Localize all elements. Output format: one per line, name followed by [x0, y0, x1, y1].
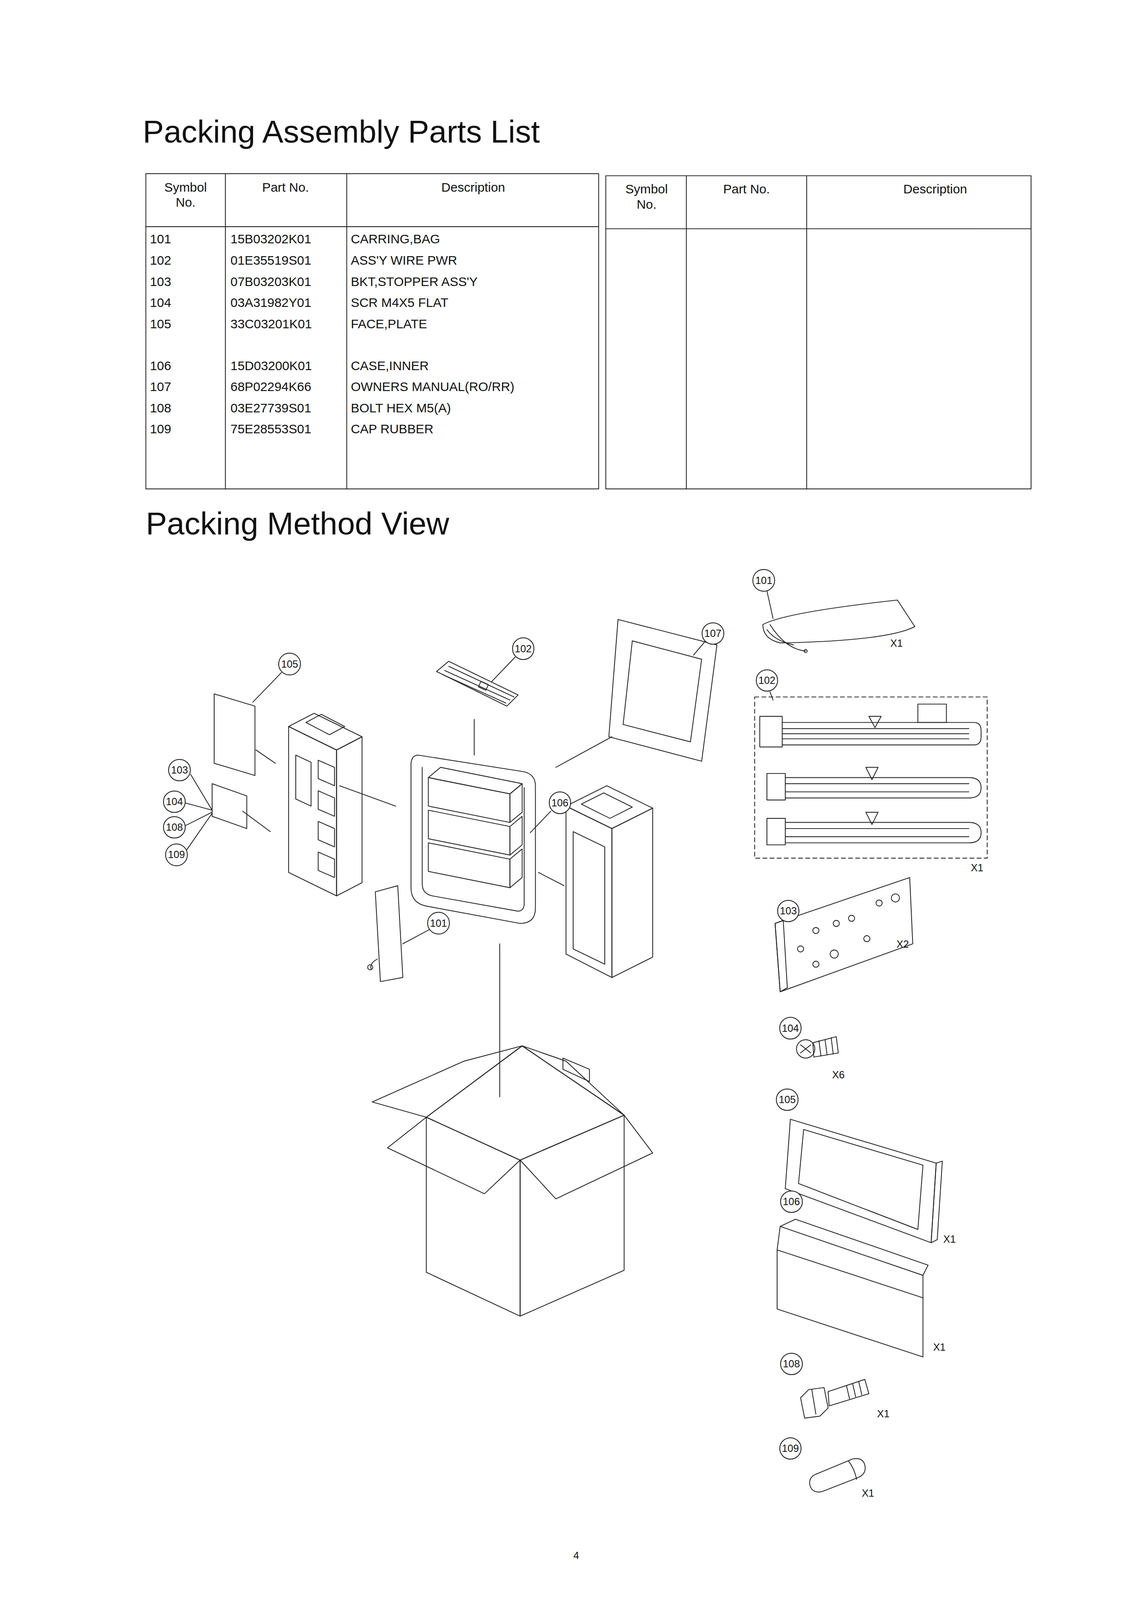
- bolt-part: [800, 1378, 869, 1418]
- description-cell: SCR M4X5 FLAT: [350, 294, 449, 311]
- quantity-label: X1: [861, 1486, 875, 1500]
- page-number: 4: [573, 1549, 579, 1562]
- callout-circle: 101: [427, 911, 450, 935]
- part-number-cell: 03A31982Y01: [230, 294, 312, 311]
- quantity-label: X1: [970, 861, 984, 875]
- quantity-label: X1: [932, 1340, 946, 1354]
- foam-right-drawing: [565, 785, 653, 978]
- callout-circle: 109: [779, 1437, 802, 1460]
- callout-number: 102: [514, 643, 532, 654]
- callout-circle: 109: [165, 843, 188, 866]
- symbol-cell: 101: [149, 231, 172, 247]
- callout-circle: 105: [775, 1088, 799, 1111]
- quantity-label: X6: [832, 1068, 845, 1082]
- symbol-cell: 103: [149, 274, 172, 290]
- callout-number: 106: [782, 1196, 800, 1207]
- leader-lines: [185, 641, 705, 944]
- table-header: Description: [441, 179, 505, 196]
- callout-circle: 105: [278, 652, 301, 676]
- cable-part: [754, 691, 988, 858]
- bag-part: [762, 590, 915, 653]
- callout-circle: 101: [752, 568, 776, 592]
- cap-part: [809, 1458, 866, 1492]
- table-header: Symbol No.: [620, 181, 674, 213]
- description-cell: CARRING,BAG: [350, 231, 441, 247]
- callout-number: 106: [551, 797, 569, 808]
- foam-left-drawing: [288, 713, 362, 896]
- callout-number: 108: [166, 822, 184, 833]
- callout-number: 105: [778, 1094, 796, 1105]
- callout-number: 109: [167, 849, 185, 860]
- callout-circle: 106: [548, 791, 572, 814]
- stopper-drawing: [212, 783, 247, 829]
- section-heading: Packing Method View: [145, 504, 450, 543]
- callout-circle: 103: [168, 758, 191, 782]
- symbol-cell: 108: [149, 400, 172, 416]
- face-plate-drawing: [214, 693, 256, 776]
- table-header: Description: [903, 181, 968, 197]
- callout-number: 101: [755, 575, 773, 586]
- callout-circle: 104: [779, 1016, 802, 1040]
- callout-number: 101: [430, 918, 448, 929]
- part-number-cell: 15B03202K01: [230, 231, 312, 247]
- bag-drawing: [367, 885, 403, 982]
- callout-circle: 104: [163, 790, 186, 814]
- callout-number: 105: [281, 658, 299, 670]
- callout-number: 103: [171, 764, 189, 776]
- symbol-cell: 102: [149, 252, 172, 269]
- callout-circle: 108: [163, 816, 186, 839]
- quantity-label: X1: [890, 637, 903, 650]
- guide-lines: [242, 719, 613, 1097]
- quantity-label: X2: [896, 938, 909, 951]
- symbol-cell: 106: [149, 358, 172, 374]
- part-number-cell: 33C03201K01: [230, 316, 312, 332]
- inner-case-part: [777, 1218, 929, 1357]
- part-number-cell: 07B03203K01: [230, 274, 312, 290]
- parts-table-right: [605, 175, 1031, 490]
- description-cell: BOLT HEX M5(A): [350, 400, 452, 416]
- table-header: Part No.: [722, 181, 770, 197]
- part-number-cell: 01E35519S01: [230, 252, 312, 269]
- description-cell: CAP RUBBER: [350, 421, 434, 437]
- callout-number: 104: [166, 796, 184, 807]
- inner-case-drawing: [411, 754, 536, 924]
- callout-circle: 102: [512, 637, 535, 660]
- callout-number: 108: [782, 1358, 800, 1369]
- screw-part: [796, 1036, 839, 1058]
- callout-number: 103: [779, 905, 797, 916]
- symbol-cell: 109: [149, 421, 172, 437]
- table-header: Symbol No.: [159, 179, 213, 211]
- symbol-cell: 104: [149, 294, 172, 311]
- cable-drawing: [436, 661, 519, 706]
- callout-circle: 107: [701, 622, 725, 645]
- symbol-cell: 107: [149, 378, 172, 395]
- description-cell: BKT,STOPPER ASS'Y: [350, 274, 478, 290]
- part-number-cell: 15D03200K01: [230, 358, 312, 374]
- part-number-cell: 03E27739S01: [230, 400, 312, 416]
- callout-number: 104: [781, 1023, 799, 1034]
- description-cell: FACE,PLATE: [350, 316, 428, 332]
- description-cell: OWNERS MANUAL(RO/RR): [350, 378, 515, 395]
- callout-circle: 106: [780, 1190, 803, 1213]
- description-cell: CASE,INNER: [350, 358, 429, 374]
- description-cell: ASS'Y WIRE PWR: [350, 252, 458, 269]
- callout-number: 102: [758, 675, 776, 686]
- manual-drawing: [609, 619, 718, 761]
- callout-number: 109: [781, 1442, 799, 1454]
- callout-circle: 103: [777, 899, 800, 923]
- table-header: Part No.: [262, 179, 309, 196]
- callout-circle: 102: [755, 669, 779, 692]
- bracket-part: [775, 877, 913, 992]
- quantity-label: X1: [943, 1233, 956, 1246]
- symbol-cell: 105: [149, 316, 172, 332]
- part-number-cell: 75E28553S01: [230, 421, 312, 437]
- callout-circle: 108: [780, 1352, 803, 1376]
- part-number-cell: 68P02294K66: [230, 378, 312, 395]
- quantity-label: X1: [877, 1407, 890, 1420]
- carton-drawing: [372, 1045, 653, 1316]
- page-heading: Packing Assembly Parts List: [142, 113, 540, 152]
- parts-table-left: [145, 173, 599, 489]
- callout-number: 107: [704, 628, 722, 639]
